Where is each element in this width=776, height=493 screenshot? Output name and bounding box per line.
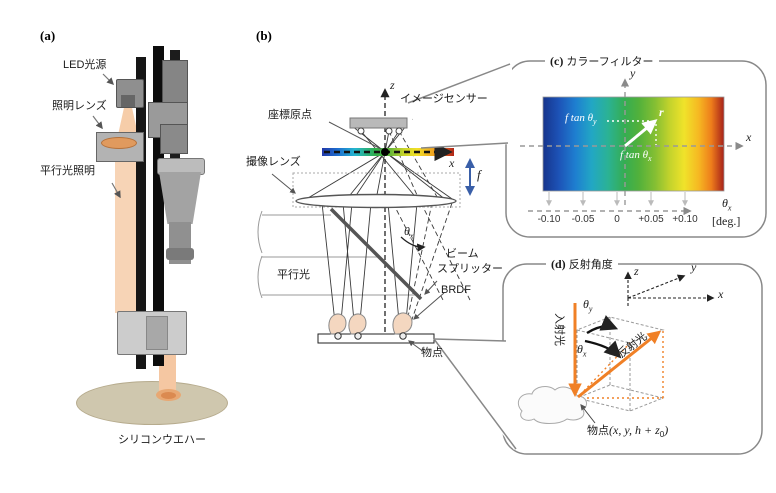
reflected-light-label: 反射光 (616, 330, 650, 361)
silicon-wafer-label: シリコンウエハー (118, 434, 206, 446)
panel-d-title: (d) 反射角度 (546, 256, 618, 272)
rail-left (136, 57, 146, 369)
d-object-formula: (x, y, h + z (609, 423, 660, 437)
panel-c-tag: (c) (550, 54, 564, 68)
c-tick-4: +0.10 (672, 214, 698, 225)
r-vector-label: r (659, 105, 664, 119)
c-tick-1: -0.05 (571, 214, 595, 225)
rays-dashed (388, 130, 471, 332)
focal-length-label: f (477, 167, 481, 182)
object-point-label-d: 物点(x, y, h + z0) (587, 423, 669, 440)
ftan-y-label: f tan θy (565, 112, 597, 126)
brdf-lobes (328, 312, 413, 335)
imaging-lens-glass (295, 193, 457, 209)
wavefront-lines (257, 210, 419, 299)
rays-solid (302, 125, 456, 333)
x-axis-label: x (449, 156, 455, 170)
c-unit-label: [deg.] (712, 214, 741, 228)
c-tick-3: +0.05 (638, 214, 664, 225)
image-sensor-body (349, 117, 408, 129)
object-plane-bar (317, 333, 435, 344)
object-points (334, 332, 407, 340)
ftan-x-label: f tan θx (620, 149, 652, 163)
beam-splitter-plate (329, 207, 423, 301)
d-y-axis-label: y (691, 260, 697, 274)
beam-splitter-label-2: スプリッター (437, 263, 503, 275)
clamp-inner (146, 316, 168, 350)
lens-housing (292, 172, 461, 208)
imaging-lens-label: 撮像レンズ (246, 156, 301, 168)
panel-c-axes (520, 78, 744, 216)
cloud-blob (517, 386, 588, 424)
parallel-light-label: 平行光 (277, 269, 310, 281)
bubble-d-tail (433, 338, 517, 450)
d-theta-y-sub: y (588, 304, 593, 314)
led-source-label: LED光源 (63, 59, 107, 71)
theta-x-label-d: θx (577, 342, 586, 358)
theta-symbol: θ (404, 224, 410, 238)
incident-light-label: 入射光 (553, 313, 565, 346)
c-theta-axis-label: θx (722, 196, 731, 212)
led-nozzle (121, 95, 135, 107)
panel-b-label-arrows (271, 109, 445, 353)
object-point-callout (580, 404, 596, 424)
origin-dot (381, 148, 389, 156)
d-theta-x-symbol: θ (577, 342, 583, 356)
panel-b-tag: (b) (256, 28, 272, 43)
d-object-formula-end: ) (664, 423, 669, 437)
camera-body (159, 172, 201, 224)
led-head (116, 79, 144, 108)
z-axis-label: z (390, 78, 395, 92)
apparatus-render (0, 0, 260, 493)
d-z-axis-label: z (634, 264, 639, 278)
panel-d-axes (624, 271, 715, 308)
d-object-formula-sub: 0 (659, 430, 665, 440)
sensor-pixels (357, 127, 403, 135)
mount-block-top (162, 60, 188, 108)
beam-column (115, 133, 139, 313)
image-sensor-label: イメージセンサー (400, 93, 488, 105)
rail-center (153, 46, 164, 366)
illum-lens-glass (101, 137, 137, 149)
theta-x-label-b: θx (404, 224, 413, 240)
mount-block-right (160, 124, 188, 154)
ftan-x-sub: x (648, 154, 652, 164)
camera-ring (166, 248, 194, 260)
c-theta-symbol: θ (722, 196, 728, 210)
c-y-axis-label: y (630, 66, 636, 80)
d-theta-x-sub: x (582, 349, 587, 359)
theta-arcs-d (584, 315, 622, 359)
silicon-wafer (76, 381, 228, 425)
theta-y-label-d: θy (583, 297, 592, 313)
c-x-axis-label: x (746, 130, 752, 144)
ftan-y-sub: y (593, 117, 597, 127)
d-x-axis-label: x (718, 287, 724, 301)
ftan-x-main: f tan θ (620, 149, 649, 161)
ftan-y-main: f tan θ (565, 112, 594, 124)
c-theta-subscript: x (727, 203, 732, 213)
c-tick-0: -0.10 (537, 214, 561, 225)
reflection-box (575, 316, 665, 412)
object-point-label-b: 物点 (421, 347, 443, 359)
brdf-label: BRDF (441, 284, 471, 296)
panel-d-tag: (d) (551, 257, 566, 271)
panel-d-title-text: 反射角度 (568, 259, 613, 271)
theta-subscript: x (409, 231, 414, 241)
beam-spot-inner (161, 392, 176, 399)
color-filter-strip (322, 148, 454, 156)
coordinate-origin-label: 座標原点 (268, 109, 312, 121)
r-vector (607, 119, 658, 148)
d-theta-y-symbol: θ (583, 297, 589, 311)
origin-callout-line (328, 121, 382, 150)
c-tick-2: 0 (614, 214, 620, 225)
panel-a-tag: (a) (40, 28, 56, 43)
parallel-illumination-label: 平行光照明 (40, 165, 95, 177)
beam-splitter-label-1: ビーム (446, 248, 479, 260)
d-object-word: 物点 (587, 425, 609, 437)
illumination-lens-label: 照明レンズ (52, 100, 107, 112)
panel-c-title: (c) カラーフィルター (545, 53, 659, 69)
panel-c-tick-arrows (546, 192, 688, 207)
panel-c-title-text: カラーフィルター (566, 56, 654, 68)
